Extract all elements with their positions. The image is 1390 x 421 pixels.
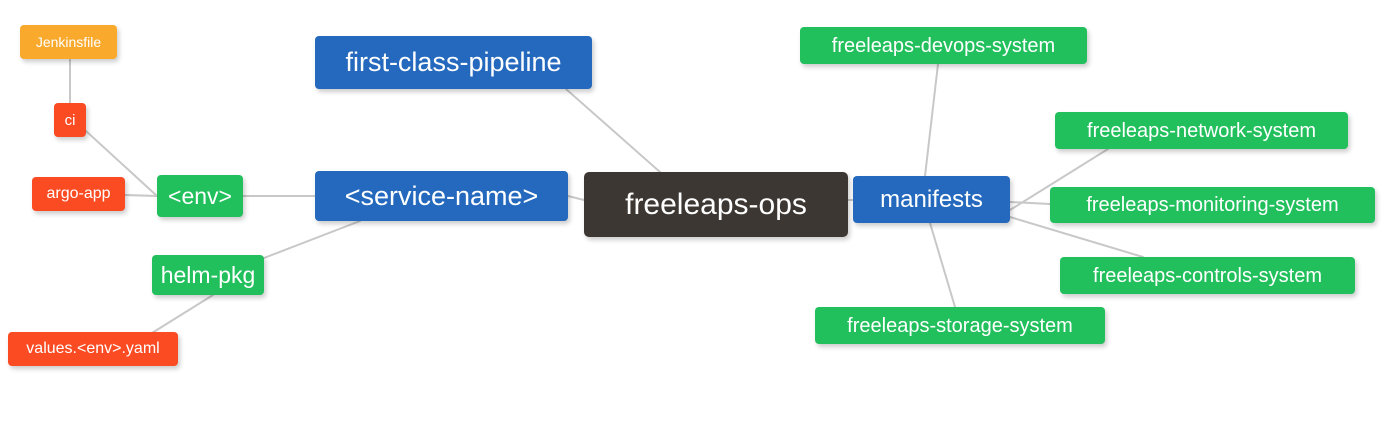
edge-helm-pkg-to-service-name [263, 220, 361, 259]
edge-manifests-to-monitoring-sys [1009, 201, 1051, 205]
node-label: freeleaps-network-system [1087, 119, 1316, 142]
edge-first-class-to-freeleaps-ops [565, 88, 661, 173]
node-service-name[interactable]: <service-name> [315, 171, 568, 221]
node-controls-sys[interactable]: freeleaps-controls-system [1060, 257, 1355, 294]
edge-manifests-to-controls-sys [1009, 216, 1144, 258]
node-freeleaps-ops[interactable]: freeleaps-ops [584, 172, 848, 237]
node-devops-sys[interactable]: freeleaps-devops-system [800, 27, 1087, 64]
node-label: freeleaps-controls-system [1093, 264, 1322, 287]
node-ci[interactable]: ci [54, 103, 86, 137]
node-label: <service-name> [344, 180, 539, 211]
node-label: argo-app [46, 185, 111, 202]
node-label: freeleaps-monitoring-system [1086, 194, 1339, 216]
edge-service-name-to-freeleaps-ops [567, 195, 585, 201]
edge-values-yaml-to-helm-pkg [151, 294, 214, 334]
node-network-sys[interactable]: freeleaps-network-system [1055, 112, 1348, 149]
node-helm-pkg[interactable]: helm-pkg [152, 255, 264, 295]
node-jenkinsfile[interactable]: Jenkinsfile [20, 25, 117, 59]
edge-argo-app-to-env [124, 194, 158, 197]
edge-manifests-to-storage-sys [929, 222, 956, 308]
edge-manifests-to-devops-sys [924, 63, 939, 177]
node-label: freeleaps-storage-system [847, 314, 1073, 337]
node-label: freeleaps-devops-system [831, 34, 1056, 57]
node-monitoring-sys[interactable]: freeleaps-monitoring-system [1050, 187, 1375, 223]
node-label: Jenkinsfile [35, 34, 102, 50]
node-label: freeleaps-ops [625, 187, 807, 221]
node-label: manifests [880, 185, 983, 213]
node-label: ci [64, 111, 76, 129]
node-label: helm-pkg [160, 261, 256, 288]
node-label: values.<env>.yaml [26, 340, 160, 357]
node-values-yaml[interactable]: values.<env>.yaml [8, 332, 178, 366]
node-label: <env> [168, 182, 232, 209]
node-first-class[interactable]: first-class-pipeline [315, 36, 592, 89]
node-label: first-class-pipeline [345, 47, 562, 77]
node-argo-app[interactable]: argo-app [32, 177, 125, 211]
node-env[interactable]: <env> [157, 175, 243, 217]
node-manifests[interactable]: manifests [853, 176, 1010, 223]
node-storage-sys[interactable]: freeleaps-storage-system [815, 307, 1105, 344]
